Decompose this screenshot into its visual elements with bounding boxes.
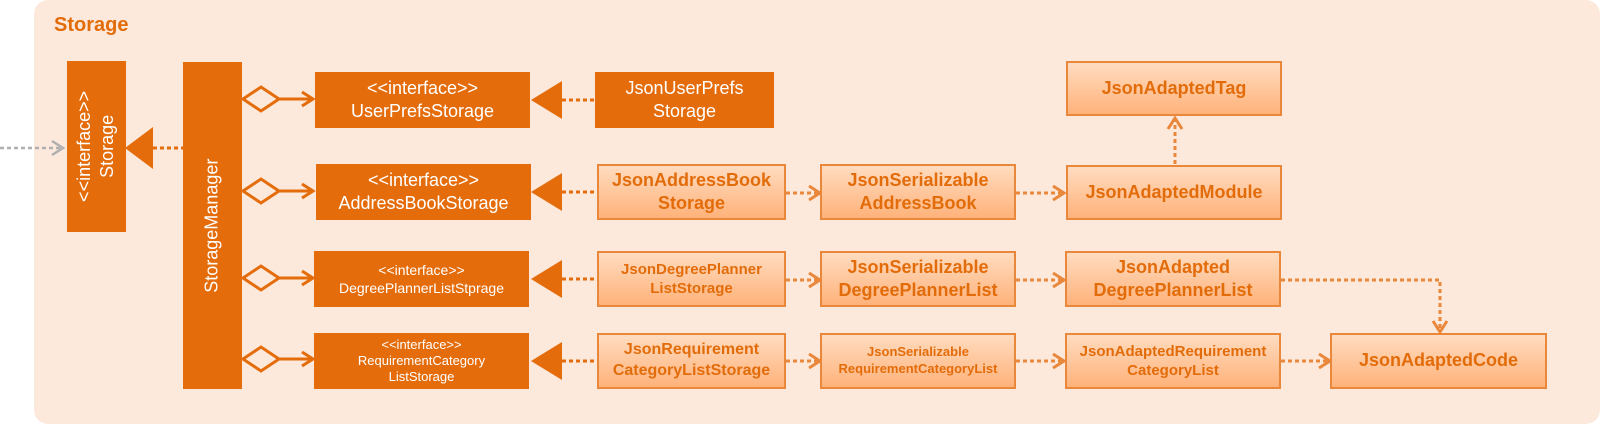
interface-name-line2: ListStorage xyxy=(388,369,455,385)
arrow-heads xyxy=(808,115,1449,370)
package-title: Storage xyxy=(54,14,129,36)
class-name-line2: Storage xyxy=(657,193,726,213)
class-name-line1: JsonAdapted xyxy=(1115,256,1230,277)
user-prefs-storage-interface: <<interface>> UserPrefsStorage xyxy=(315,72,530,128)
dependency-arrows xyxy=(786,120,1442,363)
external-dependency xyxy=(0,139,66,157)
json-user-prefs-storage: JsonUserPrefs Storage xyxy=(595,72,774,128)
class-name-line2: Storage xyxy=(652,101,717,121)
class-name-line1: JsonUserPrefs xyxy=(625,77,744,98)
class-name-line2: DegreePlannerList xyxy=(1093,280,1253,300)
degree-planner-list-storage-interface: <<interface>> DegreePlannerListStprage xyxy=(314,251,529,307)
json-serializable-requirement-category-list: JsonSerializable RequirementCategoryList xyxy=(820,333,1016,389)
class-name-line1: JsonAddressBook xyxy=(611,169,772,190)
interface-name: DegreePlannerListStprage xyxy=(339,280,504,296)
json-adapted-degree-planner-list: JsonAdapted DegreePlannerList xyxy=(1065,251,1281,307)
class-name-line1: JsonRequirement xyxy=(623,341,760,359)
storage-interface-stereotype: <<interface>> xyxy=(74,90,95,203)
json-adapted-code: JsonAdaptedCode xyxy=(1330,333,1547,389)
aggregations xyxy=(240,85,316,373)
class-name-line2: DegreePlannerList xyxy=(838,280,998,300)
class-name-line2: RequirementCategoryList xyxy=(838,361,998,376)
realization-heads xyxy=(125,81,562,380)
json-serializable-degree-planner-list: JsonSerializable DegreePlannerList xyxy=(820,251,1016,307)
storage-interface-box: <<interface>> Storage xyxy=(67,61,126,232)
interface-name: RequirementCategory xyxy=(357,352,486,368)
class-name-line2: AddressBook xyxy=(859,193,977,213)
json-address-book-storage: JsonAddressBook Storage xyxy=(597,164,786,220)
interface-name: UserPrefsStorage xyxy=(350,101,495,121)
class-name: JsonAdaptedTag xyxy=(1101,77,1247,98)
interface-stereotype: <<interface>> xyxy=(381,336,462,352)
storage-manager-box: StorageManager xyxy=(183,62,242,389)
class-name-line1: JsonAdaptedModule xyxy=(1085,181,1263,202)
interface-stereotype: <<interface>> xyxy=(378,261,465,278)
interface-name: AddressBookStorage xyxy=(338,193,509,213)
json-serializable-address-book: JsonSerializable AddressBook xyxy=(820,164,1016,220)
json-degree-planner-list-storage: JsonDegreePlanner ListStorage xyxy=(597,251,786,307)
class-name-line2: CategoryList xyxy=(1127,362,1219,379)
realization-lines xyxy=(153,98,597,363)
class-name-line1: JsonSerializable xyxy=(867,344,969,360)
json-requirement-category-list-storage: JsonRequirement CategoryListStorage xyxy=(597,333,786,389)
class-name-line1: JsonDegreePlanner xyxy=(621,260,762,278)
class-name-line2: CategoryListStorage xyxy=(612,362,771,379)
class-name-line1: JsonAdaptedRequirement xyxy=(1079,342,1267,360)
interface-stereotype: <<interface>> xyxy=(367,169,480,190)
requirement-category-list-storage-interface: <<interface>> RequirementCategory ListSt… xyxy=(314,333,529,389)
class-name-line1: JsonSerializable xyxy=(847,256,989,277)
class-name-line2: ListStorage xyxy=(650,280,733,297)
class-name-line1: JsonSerializable xyxy=(847,169,989,190)
json-adapted-module: JsonAdaptedModule xyxy=(1066,165,1282,220)
storage-manager-name: StorageManager xyxy=(201,158,222,293)
class-name: JsonAdaptedCode xyxy=(1358,350,1518,371)
address-book-storage-interface: <<interface>> AddressBookStorage xyxy=(316,164,531,220)
json-adapted-requirement-category-list: JsonAdaptedRequirement CategoryList xyxy=(1065,333,1281,389)
storage-interface-name: Storage xyxy=(97,114,118,179)
interface-stereotype: <<interface>> xyxy=(366,77,479,98)
json-adapted-tag: JsonAdaptedTag xyxy=(1066,61,1282,116)
